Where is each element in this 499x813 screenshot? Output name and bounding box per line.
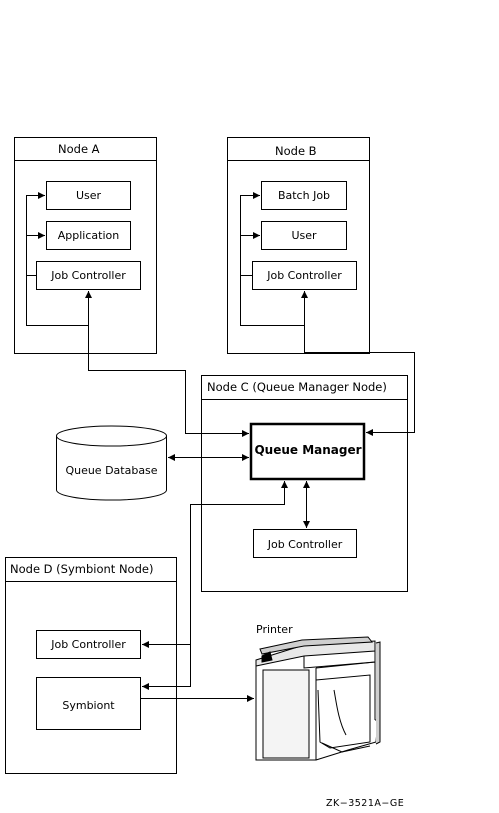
node-b-batch-job-label: Batch Job: [277, 189, 331, 202]
node-a-box: [14, 137, 157, 354]
printer-label: Printer: [256, 623, 293, 636]
node-b-user-box: [261, 221, 347, 250]
node-d-job-controller-box: [36, 630, 141, 659]
node-a-user-label: User: [75, 189, 102, 202]
node-d-box: [5, 557, 177, 774]
node-b-job-controller-label: Job Controller: [267, 269, 342, 282]
node-a-application-box: [46, 221, 131, 250]
node-d-title: Node D (Symbiont Node): [10, 562, 154, 576]
queue-manager-box: [249, 422, 366, 481]
printer-icon: [255, 636, 381, 761]
queue-database-label: Queue Database: [65, 464, 158, 477]
node-b-title: Node B: [275, 144, 317, 158]
node-c-job-controller-label: Job Controller: [267, 538, 343, 551]
symbiont-box: [36, 677, 141, 730]
node-a-user-box: [46, 181, 131, 210]
node-c-box: [201, 375, 408, 592]
figure-id: ZK−3521A−GE: [326, 798, 405, 809]
queue-manager-label: Queue Manager: [254, 443, 362, 457]
node-a-job-controller-label: Job Controller: [51, 269, 126, 282]
node-a-application-label: Application: [57, 229, 120, 242]
symbiont-label: Symbiont: [62, 699, 115, 712]
node-d-job-controller-label: Job Controller: [51, 638, 126, 651]
node-b-batch-job-box: [261, 181, 347, 210]
node-b-user-label: User: [291, 229, 317, 242]
node-a-title: Node A: [58, 142, 100, 156]
node-c-title: Node C (Queue Manager Node): [207, 380, 387, 394]
node-b-box: [227, 137, 370, 354]
